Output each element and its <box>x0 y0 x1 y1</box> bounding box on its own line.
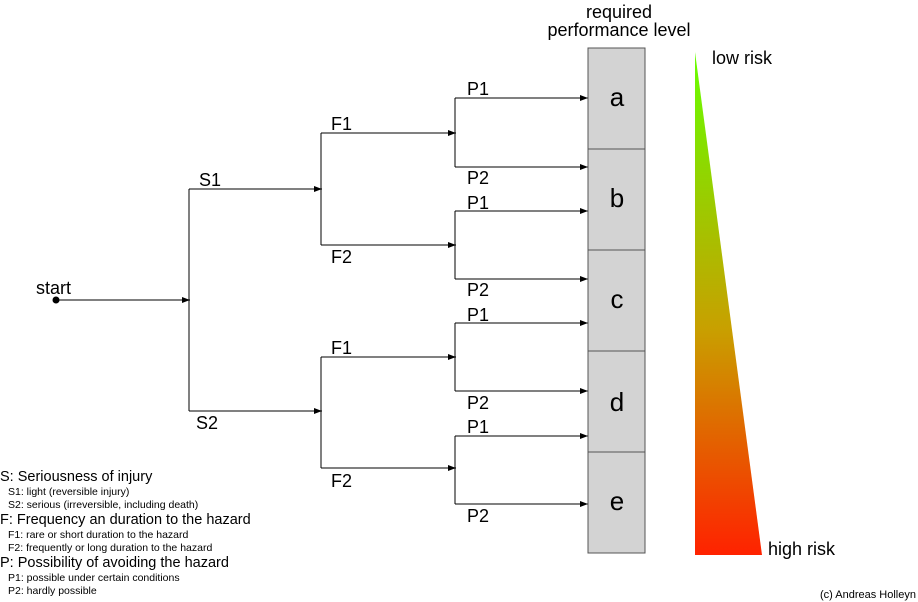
level-label-d: d <box>610 387 624 417</box>
risk-gradient-wedge <box>695 52 762 555</box>
title-line-2: performance level <box>547 20 690 40</box>
legend: S: Seriousness of injury S1: light (reve… <box>0 469 251 597</box>
level-label-c: c <box>611 284 624 314</box>
legend-heading-p: P: Possibility of avoiding the hazard <box>0 555 229 571</box>
high-risk-label: high risk <box>768 539 836 559</box>
f2-upper-label: F2 <box>331 247 352 267</box>
low-risk-label: low risk <box>712 48 773 68</box>
copyright-text: (c) Andreas Holleyn <box>820 589 916 601</box>
level-box-a <box>587 47 646 150</box>
p2-label-1: P2 <box>467 168 489 188</box>
level-box-e <box>587 451 646 554</box>
legend-heading-f: F: Frequency an duration to the hazard <box>0 512 251 528</box>
legend-heading-s: S: Seriousness of injury <box>0 469 153 485</box>
legend-item-p1: P1: possible under certain conditions <box>8 572 180 584</box>
p1-label-3: P1 <box>467 305 489 325</box>
s2-label: S2 <box>196 413 218 433</box>
p2-label-4: P2 <box>467 506 489 526</box>
legend-item-s1: S1: light (reversible injury) <box>8 486 129 498</box>
level-box-b <box>587 148 646 251</box>
p1-label-4: P1 <box>467 417 489 437</box>
p1-label-2: P1 <box>467 193 489 213</box>
f1-lower-label: F1 <box>331 338 352 358</box>
p1-label-1: P1 <box>467 79 489 99</box>
p2-label-3: P2 <box>467 393 489 413</box>
legend-item-f1: F1: rare or short duration to the hazard <box>8 529 189 541</box>
level-label-e: e <box>610 486 624 516</box>
start-label: start <box>36 278 71 298</box>
legend-item-f2: F2: frequently or long duration to the h… <box>8 542 212 554</box>
level-label-a: a <box>610 82 625 112</box>
f1-upper-label: F1 <box>331 114 352 134</box>
level-label-b: b <box>610 183 624 213</box>
title-line-1: required <box>586 2 652 22</box>
f2-lower-label: F2 <box>331 471 352 491</box>
legend-item-p2: P2: hardly possible <box>8 585 97 597</box>
legend-item-s2: S2: serious (irreversible, including dea… <box>8 499 198 511</box>
performance-level-column: a b c d e <box>587 47 646 554</box>
p2-label-2: P2 <box>467 280 489 300</box>
s1-label: S1 <box>199 170 221 190</box>
